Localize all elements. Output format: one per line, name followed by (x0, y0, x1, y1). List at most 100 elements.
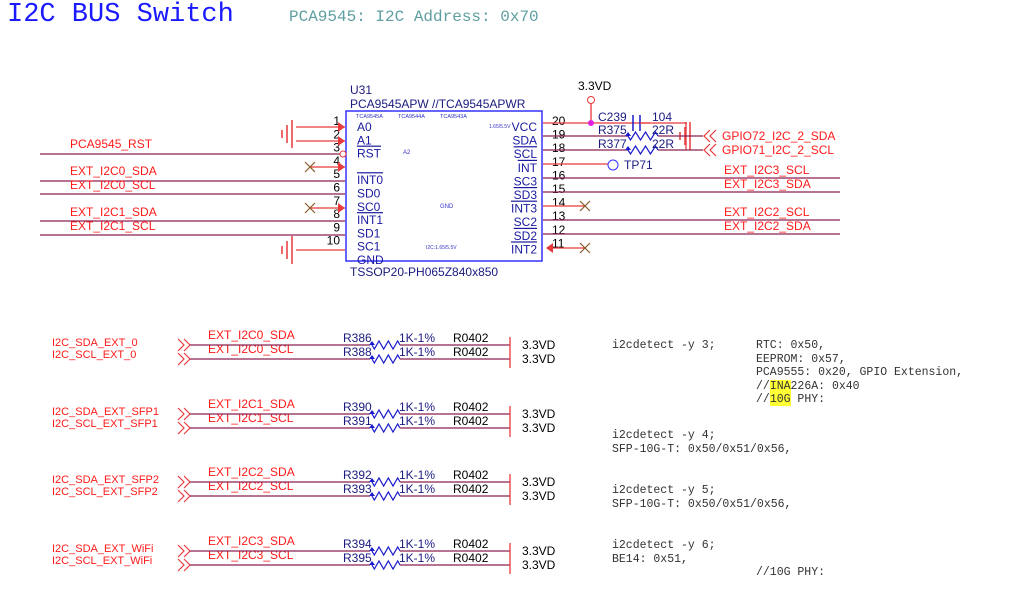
page-subtitle: PCA9545: I2C Address: 0x70 (289, 8, 539, 26)
chip-part-number: PCA9545APW //TCA9545APWR (350, 97, 526, 111)
pin-number: 17 (552, 155, 566, 169)
pin-number: 4 (333, 154, 340, 168)
net-label-ext-i2c2-sda: EXT_I2C2_SDA (724, 219, 811, 233)
note-bus3-phy-rest: PHY: (790, 393, 826, 406)
page-title: I2C BUS Switch (7, 0, 234, 30)
port-chevron-icon (177, 421, 191, 435)
resistor-package: R0402 (453, 331, 489, 345)
power-rail-label: 3.3VD (522, 421, 556, 435)
pin-name: A1 (357, 133, 372, 147)
pin-name: SD3 (514, 188, 538, 202)
pin-name: INT2 (511, 242, 537, 256)
chip-footprint: TSSOP20-PH065Z840x850 (350, 265, 498, 279)
inverter-bubble-icon (339, 150, 347, 158)
pin-number: 11 (552, 236, 565, 250)
power-rail-label: 3.3VD (578, 79, 612, 93)
resistor-refdes: R393 (343, 482, 372, 496)
net-label-ext-i2c3-scl: EXT_I2C3_SCL (724, 163, 810, 177)
port-chevron-icon (177, 544, 191, 558)
testpoint-icon (607, 159, 619, 171)
note-bus3-ina-prefix: // (756, 379, 770, 393)
pin-name: SCL (514, 147, 538, 161)
pin-name: GND (357, 253, 384, 267)
resistor-pin-icon (369, 424, 375, 428)
pin-name: A0 (357, 120, 372, 134)
note-bus4-line: SFP-10G-T: 0x50/0x51/0x56, (612, 442, 792, 456)
no-connect-icon (579, 242, 591, 254)
note-bus3-cmd: i2cdetect -y 3; (612, 339, 716, 352)
pin-arrow-icon (338, 122, 345, 132)
net-label-rst: PCA9545_RST (70, 137, 153, 151)
power-rail-label: 3.3VD (522, 352, 556, 366)
resistor-pin-icon (625, 132, 631, 136)
net-label-gpio71: GPIO71_I2C_2_SCL (722, 143, 834, 157)
pin-number: 3 (333, 141, 340, 155)
cap-value: 104 (652, 110, 672, 124)
pin-arrow-icon (338, 203, 345, 213)
net-label-sda: EXT_I2C2_SDA (208, 465, 295, 479)
resistor-icon (371, 408, 401, 420)
resistor-refdes: R392 (343, 468, 372, 482)
net-label-ext-i2c0-sda: EXT_I2C0_SDA (70, 164, 157, 178)
resistor-value: 1K-1% (399, 468, 435, 482)
resistor-pin-icon (369, 547, 375, 551)
pin-number: 9 (333, 220, 340, 234)
port-label-scl: I2C_SCL_EXT_SFP2 (52, 486, 158, 498)
net-label-sda: EXT_I2C3_SDA (208, 534, 295, 548)
resistor-icon (371, 353, 401, 365)
note-bus6-cmd: i2cdetect -y 6; (612, 539, 716, 552)
pin-number: 1 (333, 114, 340, 128)
resistor-value: 1K-1% (399, 331, 435, 345)
pin-name: INT3 (511, 202, 537, 216)
pin-number: 16 (552, 168, 566, 182)
pin-name: SD1 (357, 226, 381, 240)
chip-refdes: U31 (350, 83, 372, 97)
resistor-icon (371, 490, 401, 502)
port-chevron-icon (177, 338, 191, 352)
port-label-scl: I2C_SCL_EXT_0 (52, 349, 136, 361)
pin-name: SDA (512, 134, 537, 148)
resistor-refdes: R395 (343, 551, 372, 565)
port-chevron-icon (703, 143, 717, 157)
chip-a2-label: A2 (403, 150, 411, 156)
power-rail-label: 3.3VD (522, 558, 556, 572)
note-bus5: i2cdetect -y 5; SFP-10G-T: 0x50/0x51/0x5… (612, 484, 791, 511)
resistor-pin-icon (625, 146, 631, 150)
port-label-sda: I2C_SDA_EXT_SFP1 (52, 406, 159, 418)
no-connect-icon (304, 161, 316, 173)
chip-gnd-label: GND (440, 204, 454, 210)
chip-i2c-range: I2C:1.65/5.5V (426, 245, 457, 251)
pin-arrow-icon (338, 162, 345, 172)
note-highlight-ina: INA (769, 379, 791, 393)
note-bus3-line: PCA9555: 0x20, GPIO Extension, (756, 366, 964, 379)
note-bus6-line: BE14: 0x51, (612, 552, 688, 566)
pin-name: SC1 (357, 240, 381, 254)
net-label-sda: EXT_I2C0_SDA (208, 328, 295, 342)
net-label-gpio72: GPIO72_I2C_2_SDA (722, 129, 835, 143)
port-chevron-icon (177, 407, 191, 421)
power-port-icon (587, 96, 595, 104)
net-label-sda: EXT_I2C1_SDA (208, 397, 295, 411)
resistor-value: 1K-1% (399, 414, 435, 428)
pin-name: SD2 (514, 229, 538, 243)
resistor-value: 1K-1% (399, 551, 435, 565)
no-connect-icon (304, 202, 316, 214)
port-chevron-icon (177, 489, 191, 503)
resistor-icon (371, 422, 401, 434)
resistor-refdes: R388 (343, 345, 372, 359)
resistor-value: 1K-1% (399, 537, 435, 551)
note-bus3-devices: RTC: 0x50, EEPROM: 0x57, PCA9555: 0x20, … (756, 339, 963, 407)
note-bus4-cmd: i2cdetect -y 4; (612, 429, 716, 442)
resistor-pin-icon (369, 410, 375, 414)
resistor-refdes: R390 (343, 400, 372, 414)
net-label-ext-i2c1-scl: EXT_I2C1_SCL (70, 219, 156, 233)
port-chevron-icon (177, 475, 191, 489)
power-rail-label: 3.3VD (522, 489, 556, 503)
net-label-ext-i2c1-sda: EXT_I2C1_SDA (70, 205, 157, 219)
no-connect-icon (579, 200, 591, 212)
junction-dot (588, 120, 594, 126)
resistor-icon (371, 559, 401, 571)
note-bus6-phy: //10G PHY: (756, 566, 826, 579)
note-bus4: i2cdetect -y 4; SFP-10G-T: 0x50/0x51/0x5… (612, 429, 791, 456)
